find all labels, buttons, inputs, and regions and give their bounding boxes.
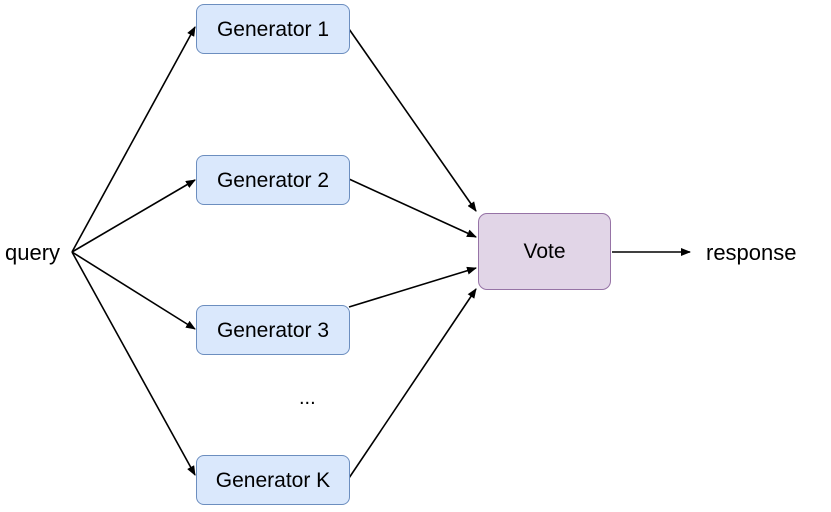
query-label: query (5, 240, 61, 265)
generator-3-box: Generator 3 (196, 305, 350, 355)
generator-k-box: Generator K (196, 455, 350, 505)
generator-1-box: Generator 1 (196, 4, 350, 54)
generator-ellipsis: ... (299, 387, 316, 409)
generator-2-box: Generator 2 (196, 155, 350, 205)
edge-query-to-generator-k (71, 251, 196, 476)
edge-generator-3-to-vote (348, 266, 477, 308)
edge-query-to-generator-2 (71, 179, 196, 253)
edge-generator-2-to-vote (348, 178, 477, 238)
edge-generator-k-to-vote (348, 288, 477, 479)
edge-generator-1-to-vote (348, 28, 477, 212)
vote-box: Vote (478, 213, 611, 290)
edge-query-to-generator-1 (71, 26, 196, 253)
response-label: response (706, 240, 797, 265)
edge-query-to-generator-3 (71, 251, 196, 330)
